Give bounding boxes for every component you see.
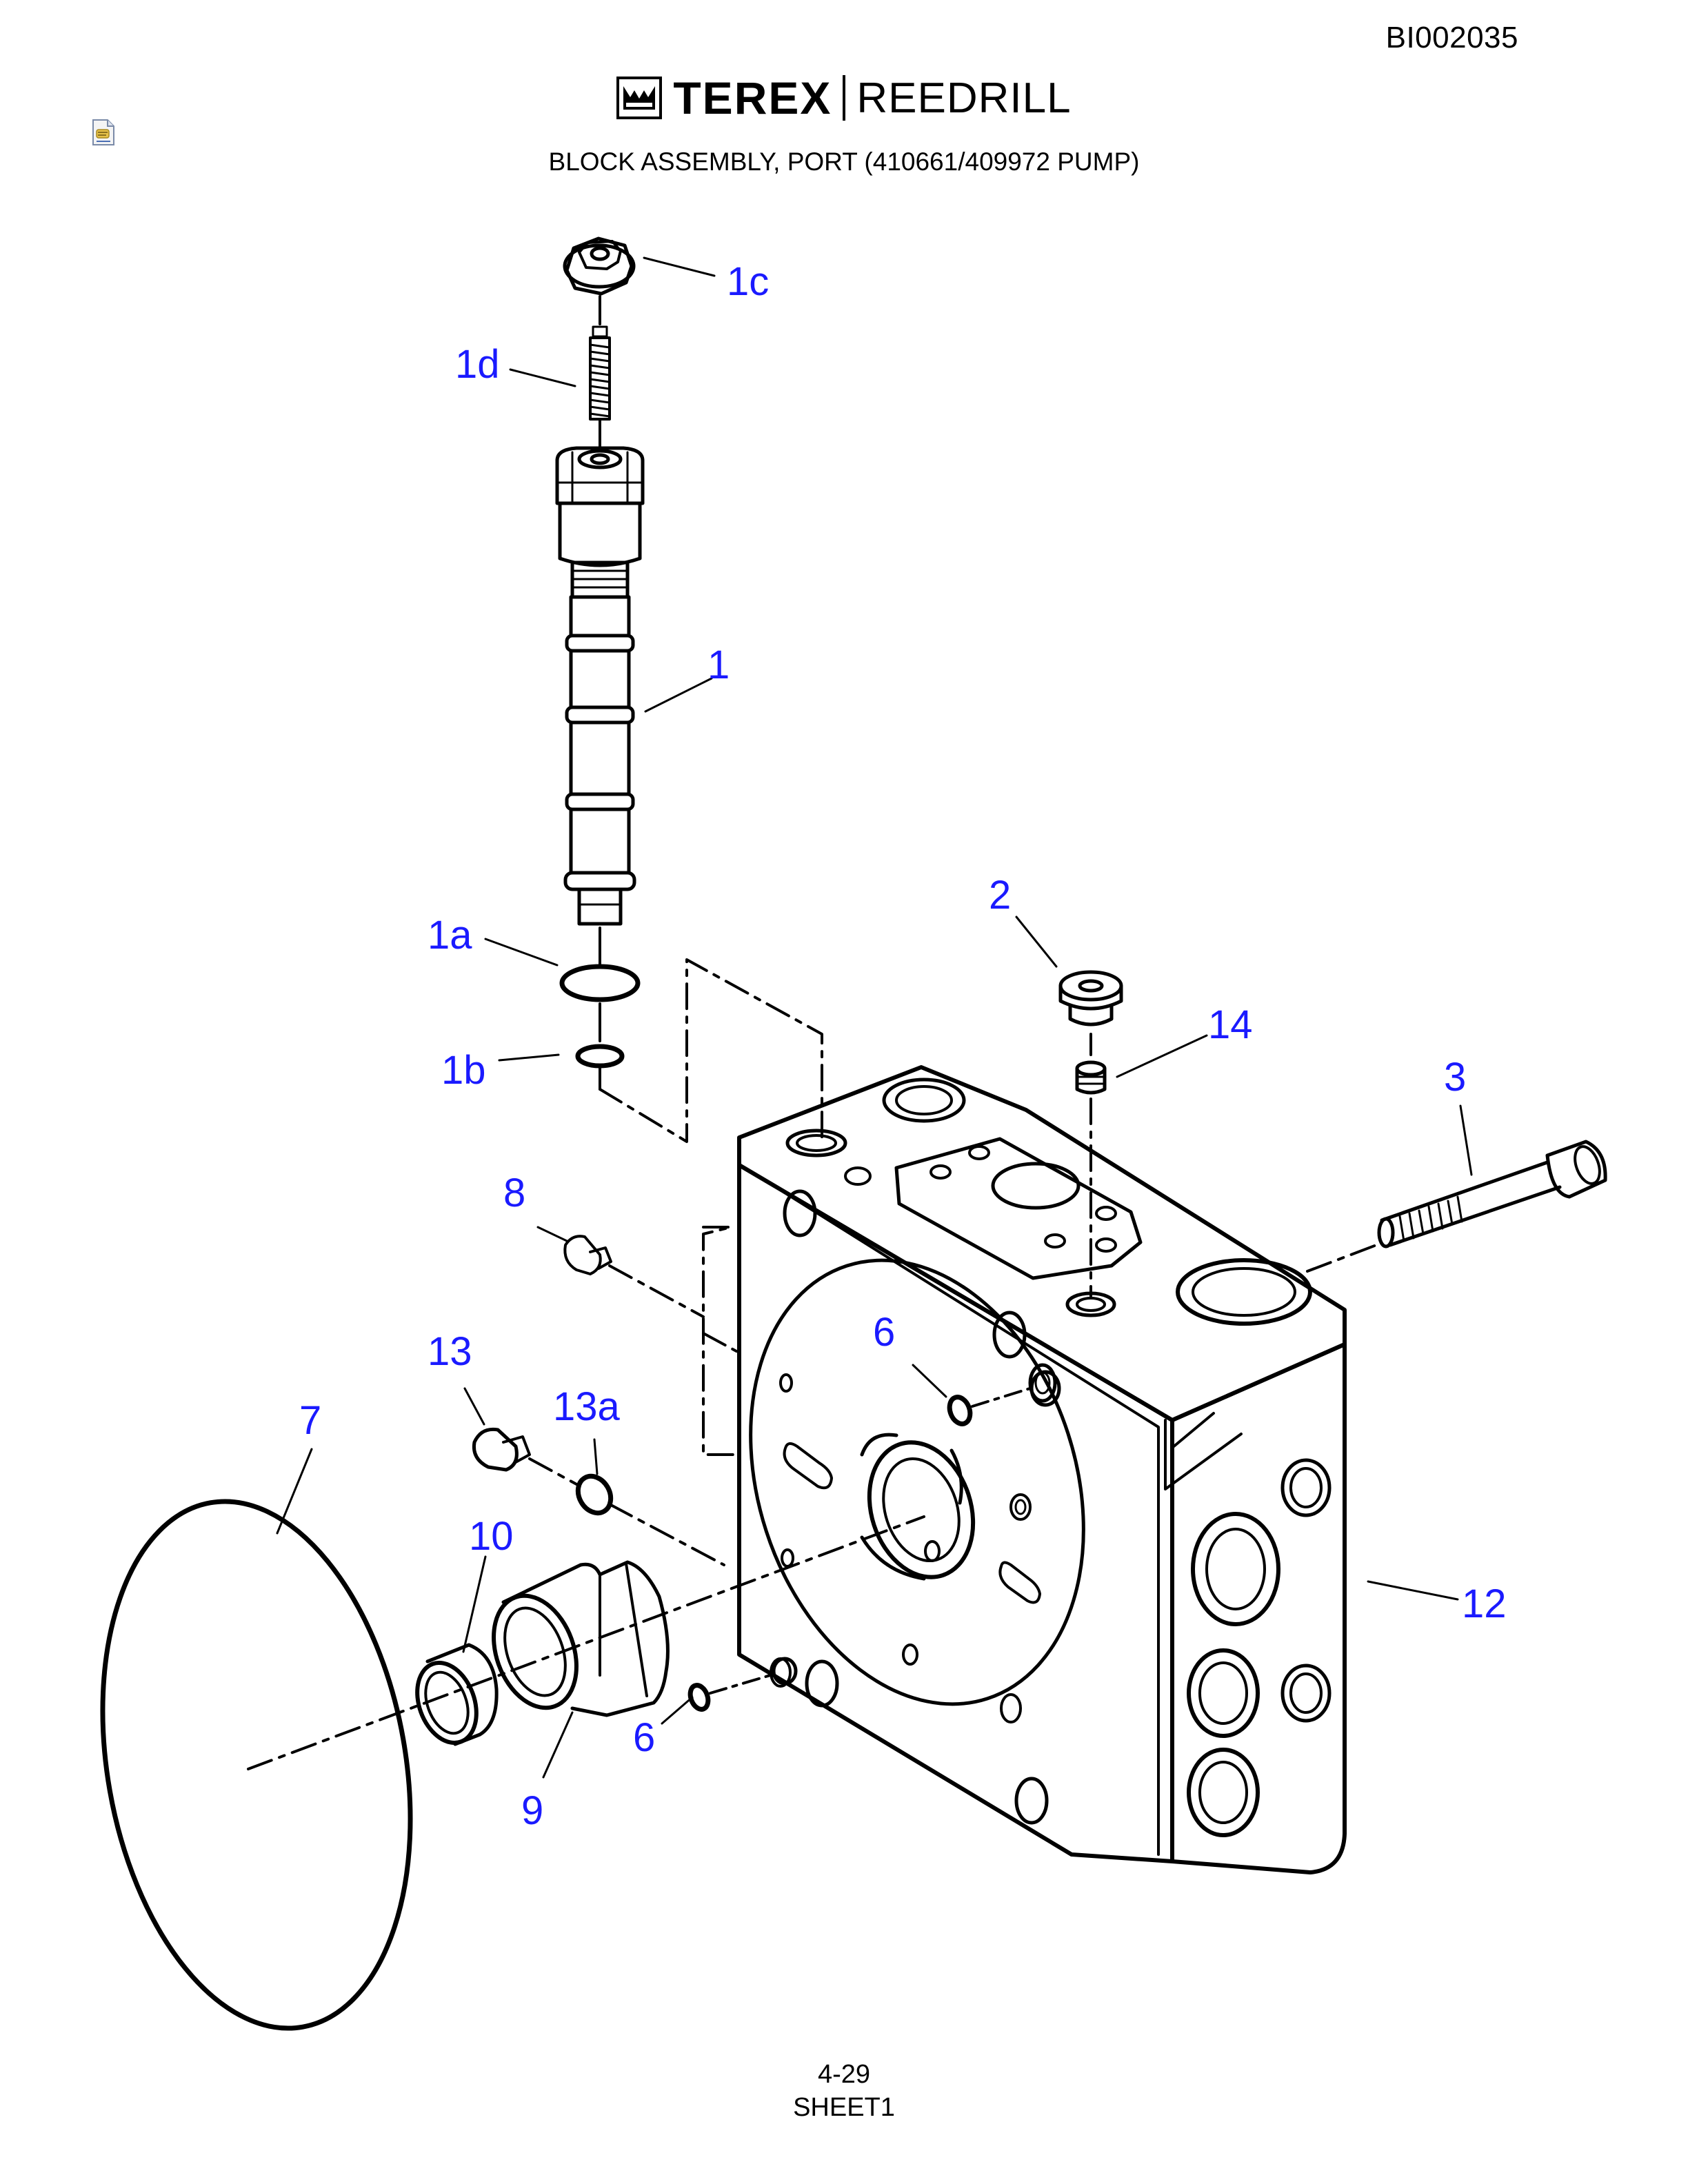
callout-6-lower: 6	[633, 1715, 655, 1760]
part-10-sleeve	[415, 1643, 499, 1746]
callout-8: 8	[503, 1171, 525, 1215]
part-8-plug	[563, 1235, 612, 1275]
sheet-label: SHEET1	[793, 2093, 895, 2122]
part-13a-oring	[575, 1473, 614, 1516]
callout-10: 10	[469, 1514, 514, 1559]
brand-separator	[843, 75, 846, 121]
part-1-valve-cartridge	[555, 446, 645, 926]
part-14-orifice	[1075, 1060, 1107, 1095]
callout-6-upper: 6	[873, 1310, 895, 1355]
callout-1: 1	[707, 643, 730, 687]
terex-logo-icon	[616, 77, 663, 119]
callout-3: 3	[1444, 1055, 1466, 1100]
callout-9: 9	[521, 1788, 543, 1833]
document-id: BI002035	[1385, 21, 1518, 54]
part-6-oring-lower	[687, 1683, 711, 1712]
callout-1c: 1c	[727, 259, 769, 304]
callout-1b: 1b	[441, 1048, 486, 1093]
page-title: BLOCK ASSEMBLY, PORT (410661/409972 PUMP…	[548, 148, 1140, 176]
part-7-large-oring	[100, 1499, 413, 2031]
part-13-plug	[472, 1427, 531, 1472]
part-1b-oring	[575, 1044, 625, 1069]
part-1d-stud	[589, 325, 611, 421]
callout-1a: 1a	[428, 913, 472, 958]
callout-1d: 1d	[455, 342, 500, 387]
brand-terex: TEREX	[673, 72, 832, 123]
note-icon[interactable]	[91, 119, 116, 146]
page-number: 4-29	[817, 2060, 871, 2089]
part-3-cap-screw	[1377, 1140, 1607, 1248]
callout-13: 13	[428, 1329, 472, 1374]
brand-reedrill: REEDRILL	[856, 74, 1072, 122]
callout-2: 2	[989, 873, 1011, 918]
brand-header: TEREX REEDRILL	[0, 72, 1688, 124]
callout-14: 14	[1208, 1002, 1253, 1047]
part-1c-nut	[563, 236, 636, 296]
part-2-plug	[1058, 970, 1123, 1027]
callout-7: 7	[299, 1398, 321, 1443]
callout-13a: 13a	[553, 1384, 621, 1429]
part-6-oring-upper	[947, 1395, 973, 1426]
part-12-port-block	[737, 1065, 1347, 1874]
part-1a-oring	[559, 964, 641, 1002]
callout-12: 12	[1462, 1581, 1507, 1626]
part-9-bushing	[492, 1560, 670, 1717]
